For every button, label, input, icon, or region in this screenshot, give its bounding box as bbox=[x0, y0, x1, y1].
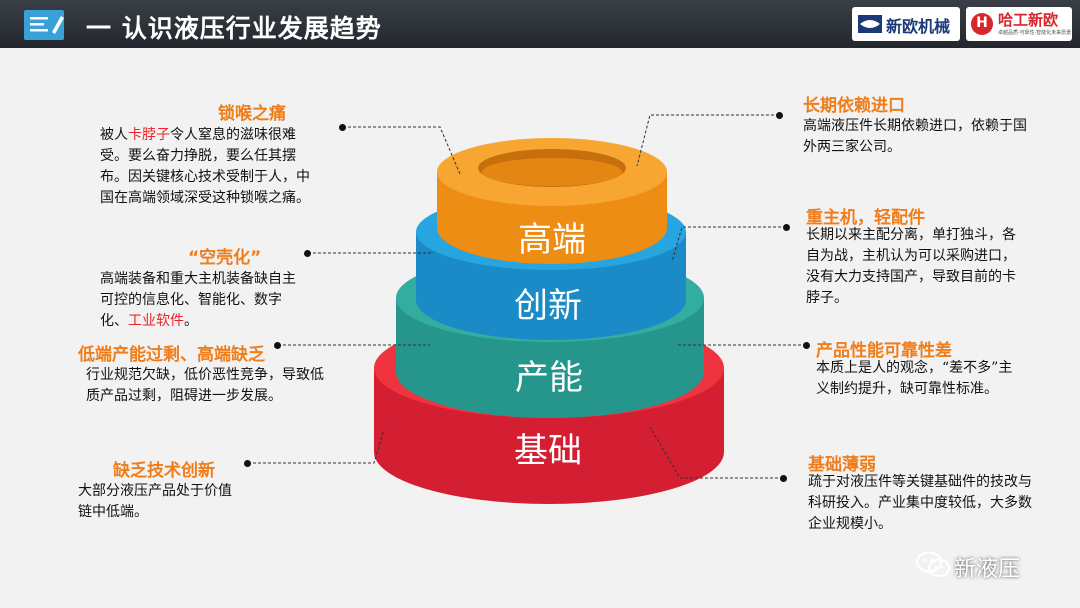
tier-label-capacity: 产能 bbox=[515, 358, 583, 398]
connector-dot bbox=[780, 475, 787, 482]
right-body-weak-foundation: 疏于对液压件等关键基础件的技改与科研投入。产业集中度较低，大多数企业规模小。 bbox=[808, 474, 1032, 532]
right-heading-reliability: 产品性能可靠性差 bbox=[816, 341, 952, 361]
connector-dot bbox=[803, 342, 810, 349]
hagong-mark-icon bbox=[971, 13, 993, 35]
connector-dot bbox=[244, 460, 251, 467]
wechat-icon bbox=[916, 551, 950, 577]
right-heading-weak-foundation: 基础薄弱 bbox=[808, 455, 876, 475]
right-body-host-over-parts: 长期以来主配分离，单打独斗，各自为战，主机认为可以采购进口，没有大力支持国产，导… bbox=[806, 227, 1016, 306]
connector-dot bbox=[783, 224, 790, 231]
left-body-overcapacity: 行业规范欠缺，低价恶性竞争，导致低质产品过剩，阻碍进一步发展。 bbox=[86, 367, 324, 404]
left-body-lock-throat: 被人卡脖子令人窒息的滋味很难受。要么奋力挣脱，要么任其摆布。因关键核心技术受制于… bbox=[100, 127, 310, 206]
hagong-logo: H 哈工新欧 卓越品质·可靠性·智能化未来愿景 bbox=[966, 7, 1072, 41]
connector-dot bbox=[304, 250, 311, 257]
wechat-watermark: 新液压 bbox=[910, 548, 1060, 582]
page-title: 一 认识液压行业发展趋势 bbox=[86, 14, 382, 43]
xinou-logo: 新欧机械 bbox=[852, 7, 960, 41]
left-heading-no-innovation: 缺乏技术创新 bbox=[113, 461, 215, 481]
xinou-mark-icon bbox=[858, 15, 882, 33]
right-heading-import-dependence: 长期依赖进口 bbox=[803, 96, 905, 116]
notepad-pen-icon bbox=[24, 10, 64, 40]
right-body-import-dependence: 高端液压件长期依赖进口，依赖于国外两三家公司。 bbox=[803, 118, 1027, 155]
tier-label-innovation: 创新 bbox=[514, 286, 582, 326]
left-body-no-innovation: 大部分液压产品处于价值链中低端。 bbox=[78, 483, 232, 520]
connector-dot bbox=[339, 124, 346, 131]
tier-label-base: 基础 bbox=[514, 431, 582, 471]
left-heading-lock-throat: 锁喉之痛 bbox=[218, 104, 286, 124]
tier-high-end-disc bbox=[437, 138, 667, 264]
connector-dot bbox=[274, 342, 281, 349]
connector-dot bbox=[776, 112, 783, 119]
right-heading-host-over-parts: 重主机，轻配件 bbox=[806, 208, 925, 228]
left-body-hollowing: 高端装备和重大主机装备缺自主可控的信息化、智能化、数字化、工业软件。 bbox=[100, 271, 296, 329]
tier-label-high-end: 高端 bbox=[518, 220, 586, 260]
header-bar: 一 认识液压行业发展趋势 新欧机械 H 哈工新欧 卓越品质·可靠性·智能化未来愿… bbox=[0, 0, 1080, 48]
left-heading-hollowing: “空壳化” bbox=[188, 248, 262, 268]
left-heading-overcapacity: 低端产能过剩、高端缺乏 bbox=[78, 345, 265, 365]
right-body-reliability: 本质上是人的观念，“差不多”主义制约提升，缺可靠性标准。 bbox=[816, 360, 1013, 397]
connector-lines bbox=[248, 114, 806, 479]
